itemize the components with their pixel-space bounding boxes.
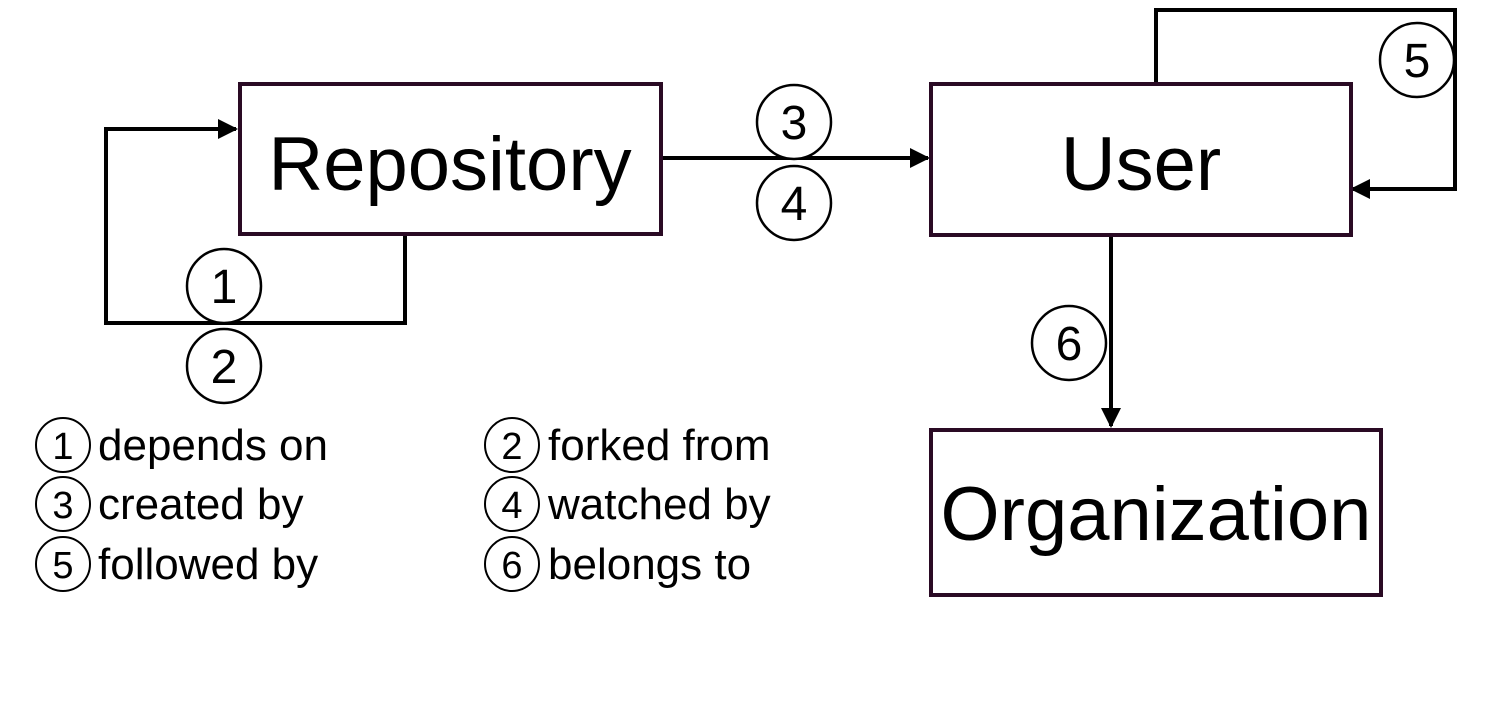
legend-item: 4 watched by: [484, 476, 771, 532]
legend-item: 2 forked from: [484, 417, 771, 473]
edge-badge-1: 1: [185, 247, 263, 325]
legend-label: depends on: [98, 421, 328, 470]
edge-badge-4: 4: [755, 164, 833, 242]
svg-text:3: 3: [52, 485, 73, 527]
node-organization: Organization: [929, 428, 1383, 597]
legend-item: 1 depends on: [35, 417, 328, 473]
legend-label: belongs to: [548, 540, 751, 589]
node-user: User: [929, 82, 1353, 237]
legend-label: forked from: [548, 421, 771, 470]
legend-label: created by: [98, 480, 303, 529]
legend-label: followed by: [98, 540, 318, 589]
svg-text:2: 2: [211, 341, 238, 394]
edge-badge-5: 5: [1378, 21, 1456, 99]
node-organization-label: Organization: [941, 472, 1372, 557]
svg-text:6: 6: [1056, 318, 1083, 371]
legend: 1 depends on 2 forked from 3 created by …: [35, 417, 771, 592]
legend-label: watched by: [547, 480, 771, 529]
edge-repository-self-loop: [104, 119, 407, 325]
svg-text:2: 2: [501, 426, 522, 468]
node-repository: Repository: [238, 82, 663, 236]
legend-item: 5 followed by: [35, 536, 318, 592]
node-user-label: User: [1061, 122, 1221, 207]
legend-item: 6 belongs to: [484, 536, 751, 592]
svg-text:4: 4: [501, 485, 522, 527]
edge-badge-6: 6: [1030, 304, 1108, 382]
edge-badge-3: 3: [755, 83, 833, 161]
svg-text:5: 5: [1404, 35, 1431, 88]
edge-user-self-loop: [1154, 8, 1457, 199]
edge-badge-2: 2: [185, 327, 263, 405]
svg-text:4: 4: [781, 178, 808, 231]
svg-text:3: 3: [781, 97, 808, 150]
legend-item: 3 created by: [35, 476, 303, 532]
svg-text:5: 5: [52, 545, 73, 587]
node-repository-label: Repository: [268, 122, 631, 207]
svg-text:6: 6: [501, 545, 522, 587]
svg-text:1: 1: [52, 426, 73, 468]
svg-text:1: 1: [211, 261, 238, 314]
